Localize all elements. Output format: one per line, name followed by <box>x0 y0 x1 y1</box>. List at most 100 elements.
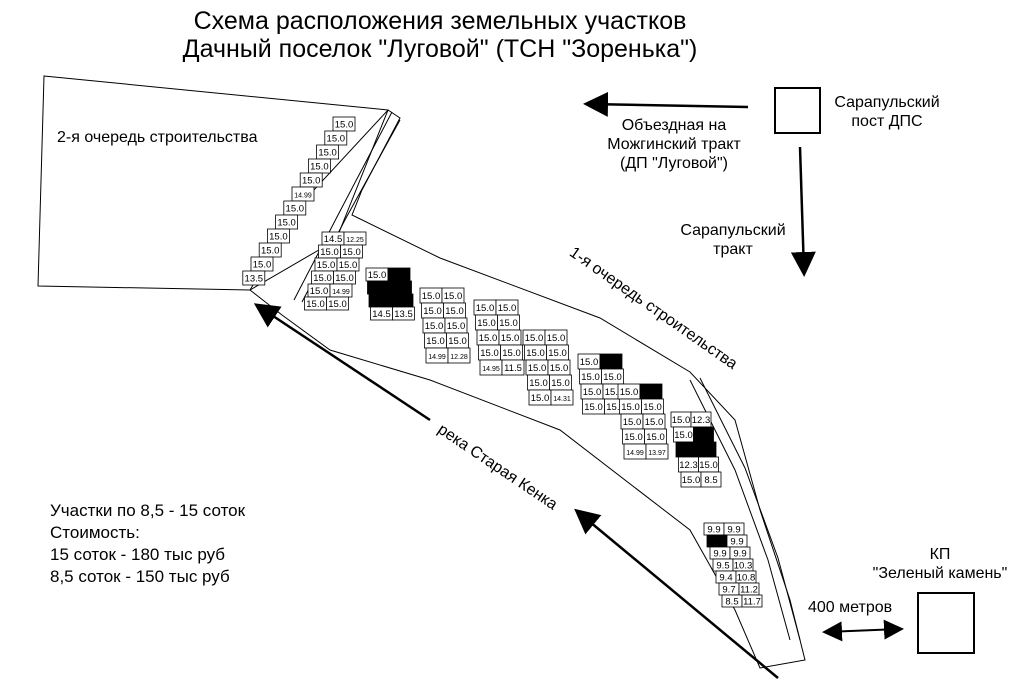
road-east <box>689 379 791 641</box>
plot <box>550 389 574 406</box>
kp-line-1: КП <box>929 546 951 563</box>
plot-area-label: 15.0 <box>529 378 548 389</box>
plot-area-label: 15.0 <box>623 417 642 428</box>
sold-plot <box>367 280 390 295</box>
tract-line-1: Сарапульский <box>680 222 786 239</box>
plot-area-label: 15.0 <box>531 393 550 404</box>
plot-area-label: 12.3 <box>679 460 698 471</box>
sold-plot <box>387 267 411 282</box>
plot <box>645 443 669 460</box>
plot-area-label: 15.0 <box>448 336 467 347</box>
bypass-label: Объездная на Можгинский тракт (ДП "Лугов… <box>594 116 754 173</box>
plot-area-label: 11.5 <box>504 363 522 374</box>
phase2-label: 2-я очередь строительства <box>57 129 258 146</box>
plot-area-label: 15.0 <box>306 299 325 310</box>
plot-area-label: 15.0 <box>277 218 296 229</box>
plot <box>700 471 722 488</box>
title-line-1: Схема расположения земельных участков <box>193 7 687 35</box>
plot-area-label: 15.0 <box>318 148 337 159</box>
plot-area-label: 9.9 <box>733 549 746 560</box>
plot <box>242 270 266 286</box>
plot-area-label: 13.97 <box>648 450 666 457</box>
plot <box>741 594 763 608</box>
plot-area-label: 15.0 <box>584 402 603 413</box>
bypass-line-1: Объездная на <box>621 117 727 134</box>
plots-layer: 15.015.015.015.015.014.9915.015.015.015.… <box>242 116 763 608</box>
river-arrow-upper <box>253 303 431 422</box>
plot-area-label: 15.0 <box>310 286 329 297</box>
plot-area-label: 15.0 <box>286 204 305 215</box>
tract-line-2: тракт <box>713 241 753 258</box>
plot-area-label: 15.0 <box>498 303 517 314</box>
sold-plot <box>599 353 623 370</box>
sold-plot <box>390 293 414 308</box>
road-left <box>293 111 393 301</box>
sold-plot <box>695 441 717 458</box>
plot-area-label: 15.0 <box>551 378 570 389</box>
plot-area-label: 15.0 <box>501 333 520 344</box>
plot <box>326 296 349 311</box>
plot-area-label: 15.0 <box>643 402 662 413</box>
plot-area-label: 15.0 <box>342 247 361 258</box>
plot-area-label: 14.99 <box>626 450 644 457</box>
info-line-2: Стоимость: <box>50 523 140 542</box>
bypass-arrow <box>583 91 749 117</box>
plot-area-label: 15.0 <box>699 460 718 471</box>
plot-area-label: 9.7 <box>722 585 735 596</box>
plot-area-label: 15.0 <box>320 247 339 258</box>
plot-area-label: 15.0 <box>479 333 498 344</box>
sold-plot <box>389 280 412 295</box>
info-line-1: Участки по 8,5 - 15 соток <box>50 501 246 520</box>
kp-line-2: "Зеленый камень" <box>872 565 1008 582</box>
plot-area-label: 15.0 <box>672 415 691 426</box>
plot-area-label: 15.0 <box>317 260 336 271</box>
plot-area-label: 15.0 <box>302 176 321 187</box>
plot-area-label: 14.99 <box>294 193 312 200</box>
bypass-line-3: (ДП "Луговой") <box>619 155 728 172</box>
plot-area-label: 15.0 <box>261 246 280 257</box>
plot-area-label: 15.0 <box>645 417 664 428</box>
plot-area-label: 15.0 <box>480 348 499 359</box>
plot-area-label: 9.9 <box>713 549 726 560</box>
plot-area-label: 9.9 <box>707 525 720 536</box>
plot-area-label: 14.99 <box>332 289 350 296</box>
plot-area-label: 11.2 <box>740 585 758 596</box>
sold-plot <box>706 534 728 548</box>
plot-area-label: 15.0 <box>528 363 547 374</box>
distance-arrow <box>822 619 904 642</box>
sold-plot <box>368 293 392 308</box>
plot-area-label: 15.0 <box>550 363 569 374</box>
plot-area-label: 15.0 <box>583 387 602 398</box>
plot-area-label: 11.7 <box>743 597 761 608</box>
plot-area-label: 15.0 <box>425 321 444 332</box>
plot-area-label: 15.0 <box>335 120 354 131</box>
plot-area-label: 15.0 <box>605 387 624 398</box>
plot-area-label: 15.0 <box>476 303 495 314</box>
plot-area-label: 15.0 <box>335 273 354 284</box>
plot-area-label: 15.0 <box>620 387 639 398</box>
plot-area-label: 10.3 <box>734 561 753 572</box>
dps-post-marker <box>774 87 821 134</box>
info-block: Участки по 8,5 - 15 соток Стоимость: 15 … <box>50 500 245 588</box>
tract-arrow <box>790 146 816 277</box>
sold-plot <box>639 383 663 400</box>
plot <box>501 359 525 376</box>
tract-label: Сарапульский тракт <box>668 221 798 259</box>
plot-area-label: 8.5 <box>725 597 738 608</box>
plot-area-label: 15.0 <box>646 432 665 443</box>
plot-area-label: 15.0 <box>499 318 518 329</box>
plot-area-label: 9.9 <box>730 537 743 548</box>
plot-area-label: 15.0 <box>253 260 272 271</box>
dps-line-2: пост ДПС <box>851 113 923 130</box>
plot-area-label: 15.0 <box>328 299 347 310</box>
plot-area-label: 12.3 <box>692 415 711 426</box>
distance-label: 400 метров <box>808 599 893 616</box>
plot-area-label: 14.99 <box>428 354 446 361</box>
plot-area-label: 9.5 <box>716 561 729 572</box>
river-arrow-lower <box>574 508 779 679</box>
plot-area-label: 14.5 <box>372 309 391 320</box>
plot <box>392 306 415 321</box>
plot-area-label: 15.0 <box>606 402 625 413</box>
